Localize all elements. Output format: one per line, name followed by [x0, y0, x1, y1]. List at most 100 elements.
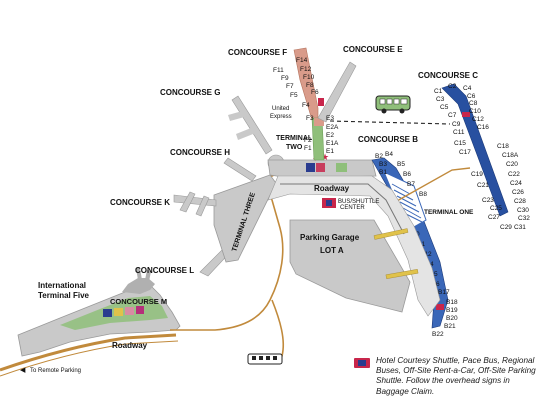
- bus-shuttle-label-1: BUS/SHUTTLE: [338, 199, 379, 205]
- terminal-two-label-2: TWO: [286, 144, 303, 151]
- terminal-five-label-2: Terminal Five: [38, 291, 90, 300]
- gate-b4: B4: [385, 151, 393, 158]
- terminal-m-marker-pink: [125, 307, 134, 315]
- gate-c3: C3: [436, 96, 445, 103]
- gate-c26: C26: [512, 189, 524, 196]
- gate-c12: C12: [472, 116, 484, 123]
- gate-c5: C5: [440, 104, 449, 111]
- train-icon: [247, 353, 283, 365]
- gate-b6: B6: [403, 171, 411, 178]
- gate-c7: C7: [448, 112, 457, 119]
- terminal-m-marker-blue: [103, 309, 112, 317]
- gate-c17: C17: [459, 149, 471, 156]
- roadway-label-t5: Roadway: [112, 341, 148, 350]
- gate-f2: F2: [304, 137, 312, 144]
- concourse-g-pier: [231, 95, 273, 155]
- parking-garage-label: Parking Garage: [300, 233, 360, 242]
- concourse-k-label: CONCOURSE K: [110, 198, 170, 207]
- concourse-b-marker: [436, 304, 444, 310]
- gate-f10: F10: [303, 74, 315, 81]
- gate-c22: C22: [508, 171, 520, 178]
- gate-c1: C1: [434, 88, 443, 95]
- gate-c24: C24: [510, 180, 522, 187]
- gate-b2: B2: [375, 153, 383, 160]
- gate-f6: F6: [311, 89, 319, 96]
- gate-c8: C8: [469, 100, 478, 107]
- gate-f5: F5: [290, 92, 298, 99]
- concourse-c-marker: [462, 112, 470, 117]
- gate-c11: C11: [453, 129, 465, 136]
- gate-b8: B8: [419, 191, 427, 198]
- concourse-m-label: CONCOURSE M: [110, 297, 167, 306]
- united-express-label-2: Express: [270, 114, 292, 120]
- terminal-one-label: TERMINAL ONE: [424, 209, 474, 216]
- gate-c21: C21: [477, 182, 489, 189]
- concourse-h-pier: [223, 157, 257, 182]
- gate-f3: F3: [306, 115, 314, 122]
- concourse-e-label: CONCOURSE E: [343, 45, 403, 54]
- shuttle-bus-icon: [375, 95, 411, 114]
- gate-b20: B20: [446, 315, 458, 322]
- gate-c20: C20: [506, 161, 518, 168]
- terminal-two-label-1: TERMINAL: [276, 135, 313, 142]
- gate-f7: F7: [286, 83, 294, 90]
- legend-shuttle-icon: [354, 358, 370, 368]
- terminal-m-marker-magenta: [136, 306, 144, 314]
- gate-c27: C27: [488, 214, 500, 221]
- star-icon: ★: [321, 152, 329, 162]
- gate-c2: C2: [448, 83, 457, 90]
- terminal-five-roadway: [0, 333, 177, 372]
- concourse-g-label: CONCOURSE G: [160, 88, 220, 97]
- terminal-m-marker-yellow: [114, 308, 123, 316]
- lot-a-label: LOT A: [320, 246, 344, 255]
- terminal-five-label-1: International: [38, 281, 86, 290]
- gate-e3: E3: [326, 115, 334, 122]
- legend-text: Hotel Courtesy Shuttle, Pace Bus, Region…: [376, 356, 536, 396]
- bus-shuttle-label-2: CENTER: [340, 205, 365, 211]
- gate-f11: F11: [273, 67, 284, 74]
- concourse-c-label: CONCOURSE C: [418, 71, 478, 80]
- gate-f9: F9: [281, 75, 289, 82]
- gate-b22: B22: [432, 331, 444, 338]
- gate-b19: B19: [446, 307, 458, 314]
- concourse-b-label: CONCOURSE B: [358, 135, 418, 144]
- gate-b18: B18: [446, 299, 458, 306]
- gate-c29: C29: [500, 224, 512, 231]
- gate-b17: B17: [438, 289, 450, 296]
- concourse-k-pier: [173, 194, 217, 207]
- gate-c32: C32: [518, 215, 530, 222]
- concourse-h-label: CONCOURSE H: [170, 148, 230, 157]
- gate-c30: C30: [517, 207, 529, 214]
- terminal-one-hatch: [391, 183, 423, 223]
- remote-parking-label: To Remote Parking: [30, 368, 81, 374]
- gate-c6: C6: [467, 93, 476, 100]
- gate-b21: B21: [444, 323, 456, 330]
- concourse-m-finger-1: [136, 268, 142, 280]
- gate-f1: F1: [304, 145, 312, 152]
- gate-c23: C23: [482, 197, 494, 204]
- gate-b7: B7: [407, 181, 415, 188]
- gate-c16: C16: [477, 124, 489, 131]
- roadway-label: Roadway: [314, 184, 350, 193]
- concourse-m-pier: [122, 278, 155, 294]
- gate-c18: C18: [497, 143, 509, 150]
- gate-e2: E2: [326, 132, 334, 139]
- shuttle-dashed-route: [329, 120, 451, 125]
- gate-c25: C25: [490, 205, 502, 212]
- terminal-two-marker-green: [336, 163, 347, 172]
- concourse-l-label: CONCOURSE L: [135, 266, 194, 275]
- concourse-m-finger-2: [145, 270, 151, 282]
- gate-c18a: C18A: [502, 152, 519, 159]
- united-express-label-1: United: [272, 106, 289, 112]
- gate-c31: C31: [514, 224, 526, 231]
- gate-e2a: E2A: [326, 124, 339, 131]
- gate-b3: B3: [379, 161, 387, 168]
- terminal-two-marker-red: [316, 163, 325, 172]
- gate-c10: C10: [469, 108, 481, 115]
- parking-garage-lot-a: [289, 219, 411, 313]
- gate-c28: C28: [514, 198, 526, 205]
- concourse-e-pier: [317, 61, 357, 123]
- gate-b5: B5: [397, 161, 405, 168]
- gate-c4: C4: [463, 85, 472, 92]
